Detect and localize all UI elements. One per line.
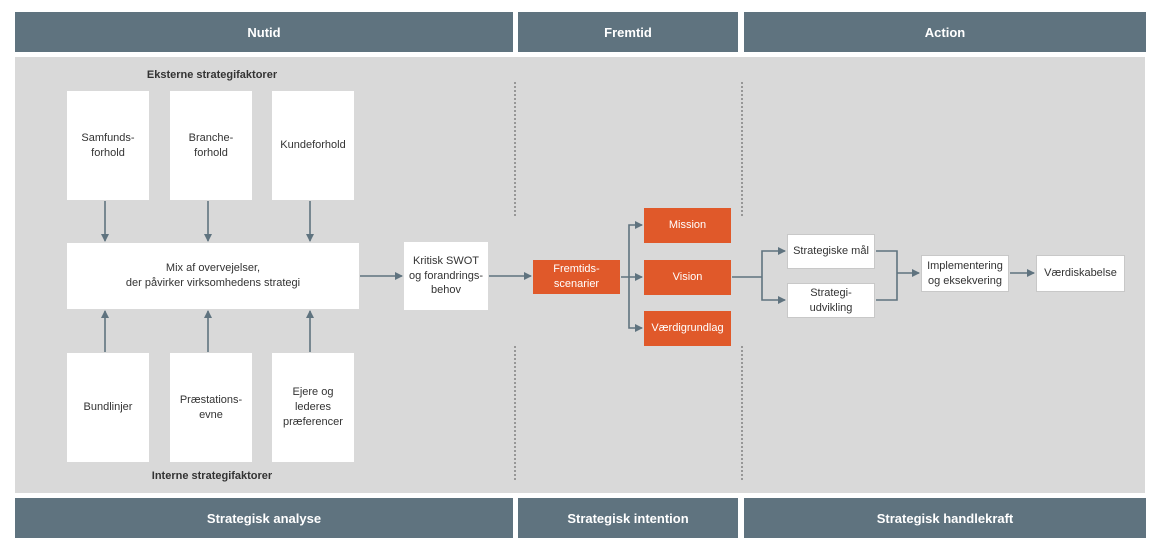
swot-box: Kritisk SWOT og forandrings- behov <box>404 242 488 310</box>
header-nutid: Nutid <box>15 12 513 52</box>
header-fremtid: Fremtid <box>518 12 738 52</box>
arrow-to-development <box>761 277 786 304</box>
strategic-goals-box: Strategiske mål <box>787 234 875 269</box>
external-factors-caption: Eksterne strategifaktorer <box>146 69 278 81</box>
internal-factors-caption: Interne strategifaktorer <box>151 470 273 482</box>
value-creation-box: Værdiskabelse <box>1036 255 1125 292</box>
vaerdigrundlag-box: Værdigrundlag <box>644 311 731 346</box>
footer-strategisk-handlekraft: Strategisk handlekraft <box>744 498 1146 538</box>
mix-box: Mix af overvejelser, der påvirker virkso… <box>67 243 359 309</box>
implementation-box: Implementering og eksekvering <box>921 255 1009 292</box>
arrow-scenarios-vaerdigrundlag <box>628 277 643 332</box>
mission-box: Mission <box>644 208 731 243</box>
connector-goals-development <box>876 250 898 301</box>
arrow-to-goals <box>761 247 786 277</box>
internal-factor-praestationsevne: Præstations- evne <box>170 353 252 462</box>
external-factor-kundeforhold: Kundeforhold <box>272 91 354 200</box>
vision-box: Vision <box>644 260 731 295</box>
arrow-scenarios-mission <box>628 221 643 277</box>
footer-strategisk-analyse: Strategisk analyse <box>15 498 513 538</box>
external-factor-samfundsforhold: Samfunds- forhold <box>67 91 149 200</box>
strategy-development-box: Strategi- udvikling <box>787 283 875 318</box>
footer-strategisk-intention: Strategisk intention <box>518 498 738 538</box>
internal-factor-bundlinjer: Bundlinjer <box>67 353 149 462</box>
internal-factor-ejere: Ejere og lederes præferencer <box>272 353 354 462</box>
external-factor-brancheforhold: Branche- forhold <box>170 91 252 200</box>
scenarios-box: Fremtids- scenarier <box>533 260 620 294</box>
header-action: Action <box>744 12 1146 52</box>
